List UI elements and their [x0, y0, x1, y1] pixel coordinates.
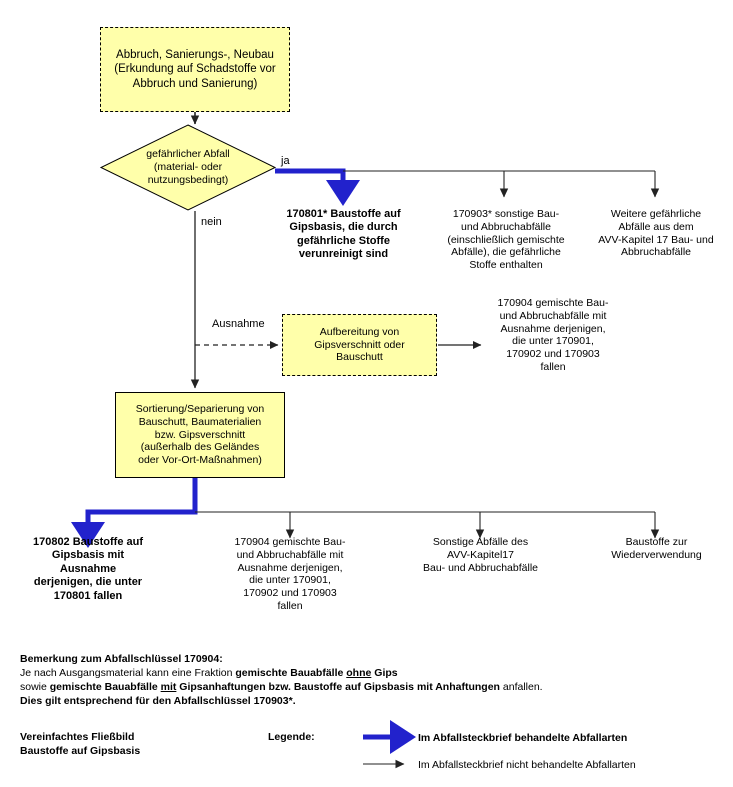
legend-title: Legende:: [268, 731, 315, 743]
node-start-label: Abbruch, Sanierungs-, Neubau(Erkundung a…: [114, 49, 276, 90]
legend-plain-c: behandelte Abfallarten: [528, 759, 636, 771]
note-line-2: Je nach Ausgangsmaterial kann eine Frakt…: [20, 667, 720, 681]
edge-label-ja: ja: [281, 155, 290, 167]
edge-label-nein: nein: [201, 216, 222, 228]
note-line3-a: sowie: [20, 680, 50, 693]
legend-plain-a: Im Abfallsteckbrief: [418, 759, 507, 771]
legend-plain-b: nicht: [506, 759, 529, 771]
note-line-3: sowie gemischte Bauabfälle mit Gipsanhaf…: [20, 681, 720, 695]
connector-sorting-bus-blue: [71, 478, 198, 548]
output-exception-170904-text: 170904 gemischte Bau-und Abbruchabfälle …: [497, 297, 609, 373]
caption-line-1: Vereinfachtes Fließbild: [20, 731, 135, 743]
note-line3-d: Gipsanhaftungen bzw. Baustoffe auf Gipsb…: [176, 680, 500, 693]
connector-yes-bus-blue: [275, 168, 360, 206]
note-line2-b: gemischte Bauabfälle: [235, 666, 347, 679]
legend-item-highlighted-label: Im Abfallsteckbrief behandelte Abfallart…: [418, 732, 628, 744]
note-line2-d: Gips: [371, 666, 398, 679]
note-line3-e: anfallen.: [499, 680, 543, 693]
caption-line-2: Baustoffe auf Gipsbasis: [20, 745, 141, 758]
note-title: Bemerkung zum Abfallschlüssel 170904:: [20, 653, 223, 665]
output-170903-text: 170903* sonstige Bau-und Abbruchabfälle(…: [447, 208, 565, 272]
caption-block: Vereinfachtes Fließbild Baustoffe auf Gi…: [20, 730, 140, 758]
legend-item-plain-label: Im Abfallsteckbrief nicht behandelte Abf…: [418, 758, 636, 772]
note-block: Bemerkung zum Abfallschlüssel 170904: Je…: [20, 653, 720, 709]
note-line-4: Dies gilt entsprechend für den Abfallsch…: [20, 694, 296, 707]
output-bottom-170904-text: 170904 gemischte Bau-und Abbruchabfälle …: [234, 536, 346, 612]
note-line2-a: Je nach Ausgangsmaterial kann eine Frakt…: [20, 666, 236, 679]
edge-label-ausnahme: Ausnahme: [212, 318, 265, 330]
node-start-abbruch[interactable]: Abbruch, Sanierungs-, Neubau(Erkundung a…: [100, 27, 290, 112]
note-line2-c: ohne: [346, 666, 372, 679]
diamond-shape-icon: [99, 124, 277, 211]
note-line3-b: gemischte Bauabfälle: [49, 680, 161, 693]
note-line3-c: mit: [160, 680, 177, 693]
